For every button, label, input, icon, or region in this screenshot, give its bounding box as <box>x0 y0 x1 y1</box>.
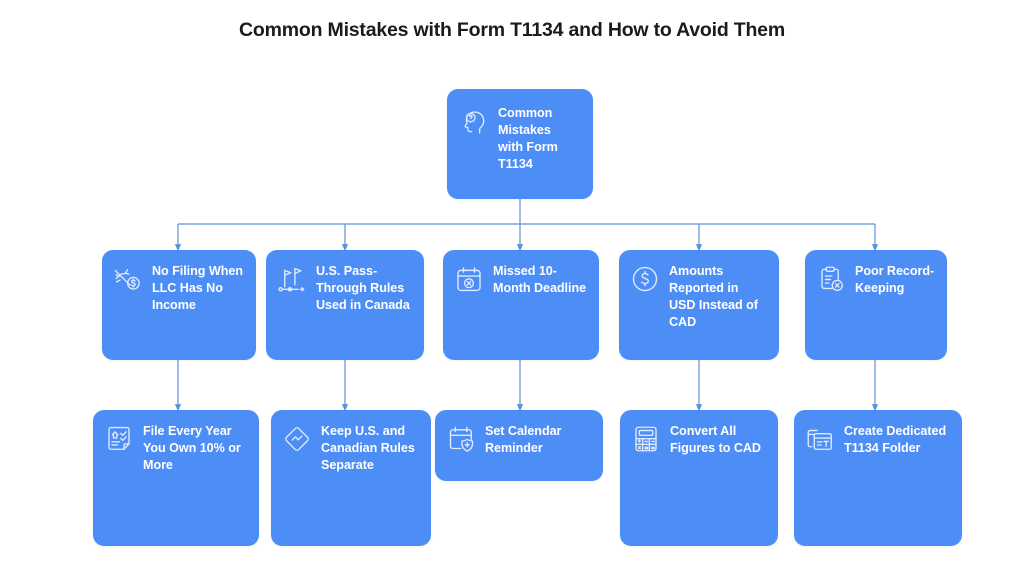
node-solution-2[interactable]: Keep U.S. and Canadian Rules Separate <box>271 410 431 546</box>
node-root[interactable]: Common Mistakes with Form T1134 <box>447 89 593 199</box>
dollar-circle-icon <box>630 264 660 294</box>
calendar-missed-icon <box>454 264 484 294</box>
node-solution-1-label: File Every Year You Own 10% or More <box>143 424 241 472</box>
node-solution-4-label: Convert All Figures to CAD <box>670 424 761 455</box>
node-solution-2-label: Keep U.S. and Canadian Rules Separate <box>321 424 415 472</box>
head-question-mark-icon <box>459 106 489 136</box>
node-problem-1-label: No Filing When LLC Has No Income <box>152 264 243 312</box>
node-problem-1[interactable]: No Filing When LLC Has No Income <box>102 250 256 360</box>
node-solution-4[interactable]: Convert All Figures to CAD <box>620 410 778 546</box>
milestone-flags-icon <box>277 264 307 294</box>
node-problem-4-label: Amounts Reported in USD Instead of CAD <box>669 264 758 329</box>
page-title: Common Mistakes with Form T1134 and How … <box>239 19 785 41</box>
clipboard-error-icon <box>816 264 846 294</box>
node-problem-3[interactable]: Missed 10-Month Deadline <box>443 250 599 360</box>
calculator-icon <box>631 424 661 454</box>
node-problem-4[interactable]: Amounts Reported in USD Instead of CAD <box>619 250 779 360</box>
node-problem-2[interactable]: U.S. Pass-Through Rules Used in Canada <box>266 250 424 360</box>
document-check-icon <box>104 424 134 454</box>
no-income-dollar-icon <box>113 264 143 294</box>
node-problem-3-label: Missed 10-Month Deadline <box>493 264 587 295</box>
node-problem-2-label: U.S. Pass-Through Rules Used in Canada <box>316 264 410 312</box>
node-solution-3-label: Set Calendar Reminder <box>485 424 562 455</box>
folder-document-icon <box>805 424 835 454</box>
node-solution-1[interactable]: File Every Year You Own 10% or More <box>93 410 259 546</box>
calendar-add-icon <box>446 424 476 454</box>
node-solution-5-label: Create Dedicated T1134 Folder <box>844 424 947 455</box>
diamond-separate-icon <box>282 424 312 454</box>
node-root-label: Common Mistakes with Form T1134 <box>498 106 558 171</box>
node-problem-5-label: Poor Record-Keeping <box>855 264 935 295</box>
node-solution-3[interactable]: Set Calendar Reminder <box>435 410 603 481</box>
node-solution-5[interactable]: Create Dedicated T1134 Folder <box>794 410 962 546</box>
node-problem-5[interactable]: Poor Record-Keeping <box>805 250 947 360</box>
